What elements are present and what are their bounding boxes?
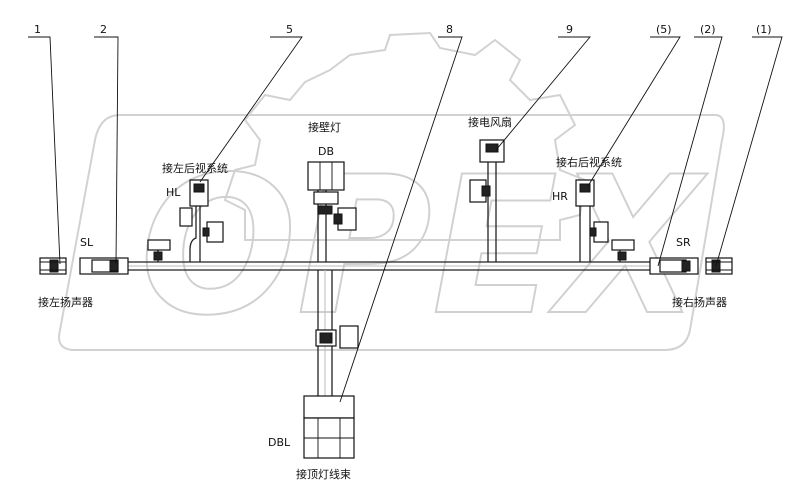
callout-2b: (2) bbox=[700, 23, 716, 36]
connector-hl bbox=[179, 179, 224, 243]
code-hl: HL bbox=[166, 186, 181, 199]
watermark-plate bbox=[58, 114, 725, 351]
connector-dbl bbox=[303, 395, 355, 459]
label-left-speaker: 接左扬声器 bbox=[38, 295, 93, 309]
label-right-mirror: 接右后视系统 bbox=[556, 155, 622, 169]
connector-left-tee bbox=[147, 239, 171, 261]
code-hr: HR bbox=[552, 190, 568, 203]
callout-8: 8 bbox=[446, 23, 453, 36]
label-left-mirror: 接左后视系统 bbox=[162, 161, 228, 175]
label-right-speaker: 接右扬声器 bbox=[672, 295, 727, 309]
callout-2: 2 bbox=[100, 23, 107, 36]
code-db: DB bbox=[318, 145, 334, 158]
code-sl: SL bbox=[80, 236, 94, 249]
callout-1b: (1) bbox=[756, 23, 772, 36]
callout-5b: (5) bbox=[656, 23, 672, 36]
label-dome-lamp-harness: 接顶灯线束 bbox=[296, 467, 351, 481]
connector-right-tee bbox=[611, 239, 635, 261]
callout-5: 5 bbox=[286, 23, 293, 36]
code-sr: SR bbox=[676, 236, 691, 249]
callout-1: 1 bbox=[34, 23, 41, 36]
label-electric-fan: 接电风扇 bbox=[468, 115, 512, 129]
connector-sl bbox=[79, 257, 129, 275]
connector-right-speaker-plug bbox=[705, 257, 733, 275]
code-dbl: DBL bbox=[268, 436, 291, 449]
watermark-logo: OPEX bbox=[58, 31, 725, 358]
connector-dome-inline bbox=[315, 325, 359, 349]
connector-fan bbox=[469, 139, 505, 203]
connector-db bbox=[307, 161, 357, 231]
label-wall-lamp: 接壁灯 bbox=[308, 120, 341, 134]
connector-hr bbox=[575, 179, 609, 243]
connector-left-speaker-plug bbox=[39, 257, 67, 275]
leader-lines bbox=[28, 36, 783, 403]
callout-9: 9 bbox=[566, 23, 573, 36]
connector-sr bbox=[649, 257, 699, 275]
watermark-gear bbox=[223, 31, 587, 241]
